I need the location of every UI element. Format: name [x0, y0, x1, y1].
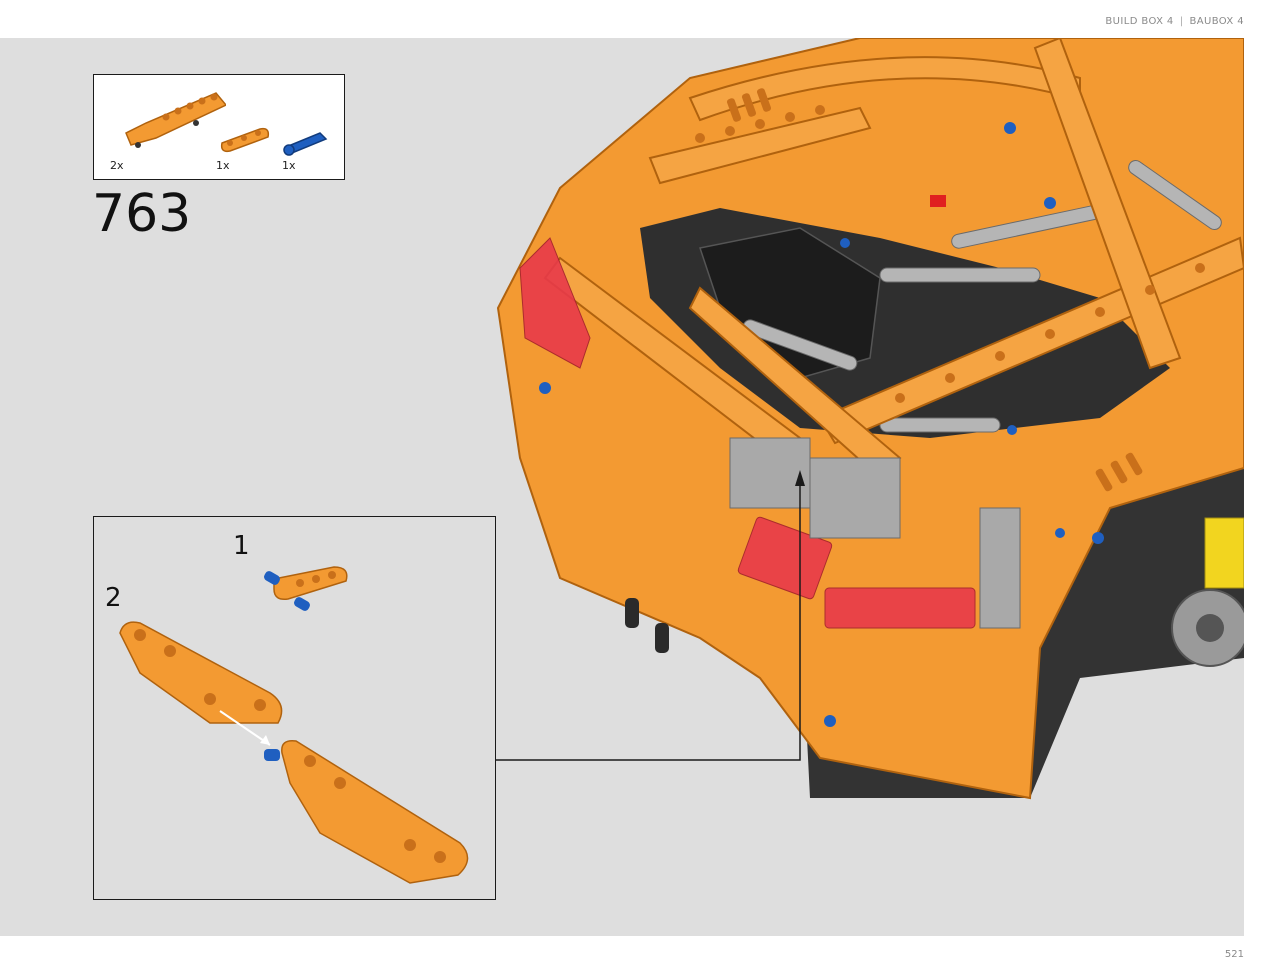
header-build-box: BUILD BOX 4 — [1105, 16, 1174, 27]
parts-list-box: 2x 1x 1x — [93, 74, 345, 180]
part-quantity-2: 1x — [216, 159, 230, 172]
page-number: 521 — [1224, 949, 1244, 960]
sub-step-2-illustration — [119, 621, 469, 884]
page-header: BUILD BOX 4 | BAUBOX 4 — [1105, 16, 1244, 27]
sub-step-label-1: 1 — [233, 531, 250, 561]
blue-pin-icon — [283, 132, 328, 156]
car-model-illustration — [496, 38, 1244, 800]
step-number: 763 — [92, 184, 192, 244]
sub-step-1-illustration — [264, 566, 348, 611]
sub-step-label-2: 2 — [105, 583, 122, 613]
header-baubox: BAUBOX 4 — [1189, 16, 1244, 27]
part-quantity-1: 2x — [110, 159, 124, 172]
orange-beam-icon — [220, 127, 270, 153]
part-quantity-3: 1x — [282, 159, 296, 172]
orange-panel-icon — [125, 92, 226, 148]
sub-assembly-box: 1 2 — [93, 516, 496, 900]
header-separator: | — [1179, 16, 1184, 27]
instruction-stage: 2x 1x 1x 763 1 2 — [0, 38, 1244, 936]
